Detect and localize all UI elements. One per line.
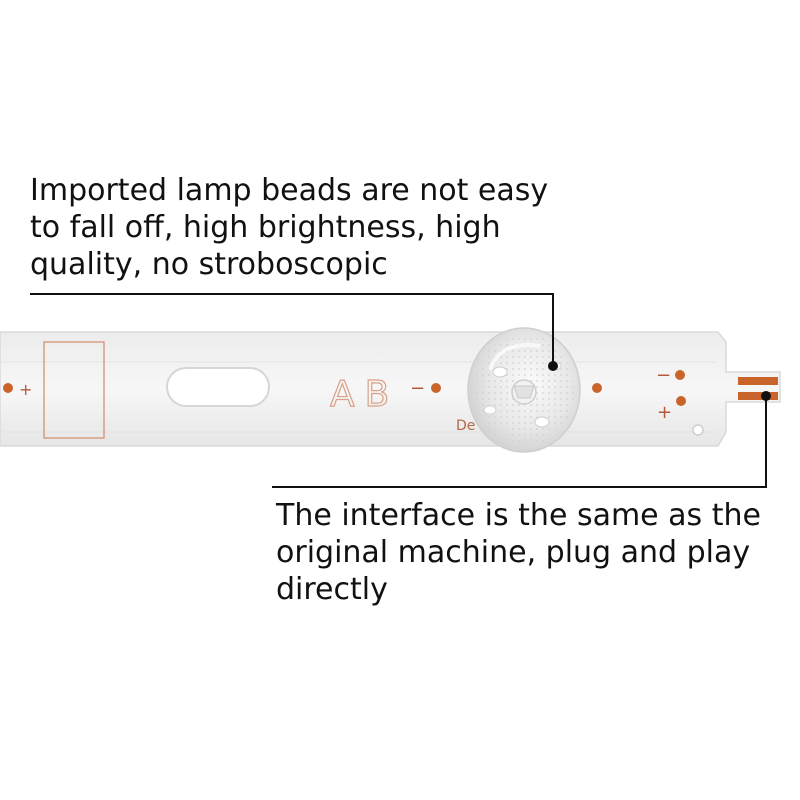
plus-mark-right: + bbox=[657, 402, 672, 423]
component-outline bbox=[43, 341, 105, 439]
lamp-beads-caption: Imported lamp beads are not easy to fall… bbox=[30, 172, 548, 283]
lamp-beads-caption-line: Imported lamp beads are not easy bbox=[30, 173, 549, 208]
solder-pad-right-2 bbox=[675, 370, 685, 380]
interface-caption: The interface is the same as the origina… bbox=[276, 497, 761, 608]
solder-pad-mid bbox=[431, 383, 441, 393]
partial-print-text: De bbox=[456, 418, 475, 434]
screw-hole bbox=[692, 424, 704, 436]
interface-caption-line: The interface is the same as the bbox=[276, 498, 761, 533]
plus-mark-left: + bbox=[19, 380, 32, 399]
lamp-beads-caption-line: quality, no stroboscopic bbox=[30, 247, 388, 282]
lamp-beads-caption-line: to fall off, high brightness, high bbox=[30, 210, 501, 245]
ab-marking: AB bbox=[330, 374, 399, 415]
interface-caption-line: original machine, plug and play bbox=[276, 535, 751, 570]
minus-mark-right: − bbox=[656, 365, 671, 386]
interface-caption-line: directly bbox=[276, 572, 388, 607]
connector-contacts bbox=[738, 377, 778, 400]
leader-line-lamp-beads bbox=[30, 293, 558, 371]
solder-pad-left bbox=[3, 383, 13, 393]
mounting-slot bbox=[166, 367, 270, 407]
solder-pad-right-3 bbox=[676, 396, 686, 406]
leader-line-interface bbox=[272, 391, 771, 488]
solder-pad-right-1 bbox=[592, 383, 602, 393]
led-strip bbox=[0, 331, 781, 447]
led-lens bbox=[467, 327, 581, 453]
minus-mark-mid: − bbox=[410, 378, 425, 399]
